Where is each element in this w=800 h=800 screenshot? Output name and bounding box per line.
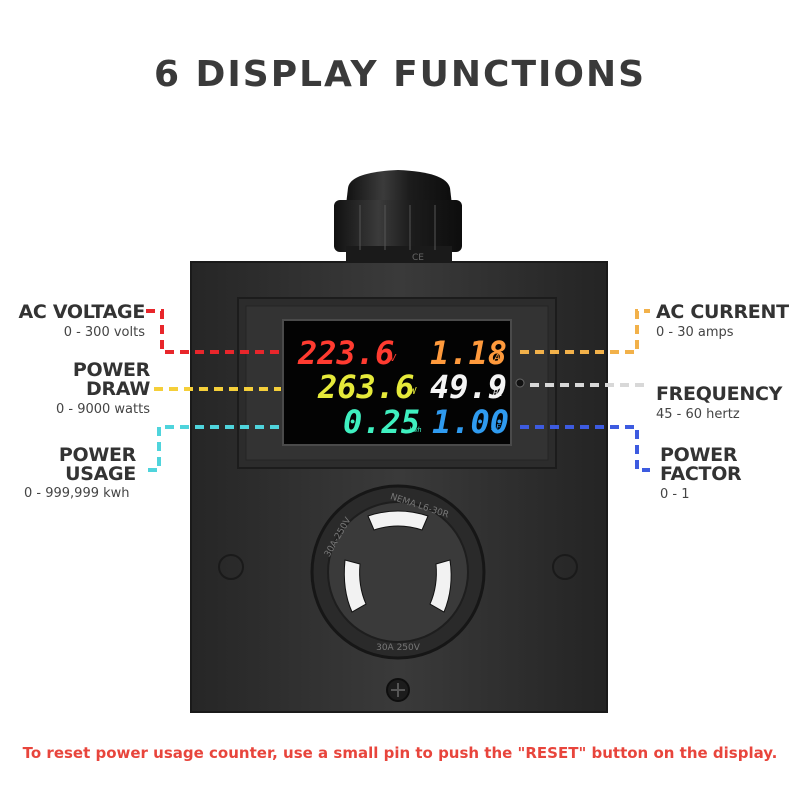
label-ac-voltage: AC VOLTAGE 0 - 300 volts [18,301,145,341]
label-power-usage-name-2: USAGE [65,463,136,485]
voltage-unit: V [390,353,397,364]
leader-ac-voltage [146,309,281,354]
label-ac-current-range: 0 - 30 amps [656,325,734,340]
pf-unit: PF [491,423,501,432]
voltage-reading: 223.6 [297,334,394,372]
leader-power-factor [520,425,650,472]
mounting-hole-left [218,554,244,580]
energy-unit: kwh [409,426,422,434]
power-reading: 263.6 [317,368,414,406]
frequency-unit: Hz [492,389,503,398]
energy-reading: 0.25 [343,403,420,441]
reset-button[interactable] [515,378,525,388]
label-power-usage-range: 0 - 999,999 kwh [24,486,130,501]
label-power-factor-name-2: FACTOR [660,463,742,485]
lcd-screen [282,319,512,446]
label-power-factor-name-1: POWER [660,444,738,466]
frequency-reading: 49.9 [430,368,507,406]
gland-marking: CE [412,253,424,263]
label-frequency: FREQUENCY 45 - 60 hertz [656,383,783,423]
receptacle-rating-bottom: 30A 250V [376,643,421,653]
current-unit: A [493,353,500,364]
label-ac-voltage-name: AC VOLTAGE [18,301,145,323]
pf-reading: 1.00 [432,403,509,441]
label-frequency-name: FREQUENCY [656,383,783,405]
label-power-draw-name-1: POWER [72,359,150,381]
label-power-draw-name-2: DRAW [85,378,150,400]
label-power-factor-range: 0 - 1 [660,487,690,502]
label-power-usage: POWER USAGE [59,446,136,484]
label-power-draw-range: 0 - 9000 watts [55,402,150,417]
label-frequency-range: 45 - 60 hertz [656,407,740,422]
label-power-usage-name-1: POWER [58,444,136,466]
current-reading: 1.18 [430,334,507,372]
reset-instruction-note: To reset power usage counter, use a smal… [22,744,778,762]
label-ac-current-name: AC CURRENT [656,301,789,323]
label-ac-current: AC CURRENT 0 - 30 amps [656,301,789,341]
label-power-draw: POWER DRAW 0 - 9000 watts [55,359,150,418]
leader-power-usage [148,425,281,472]
mounting-hole-right [552,554,578,580]
label-power-usage-range-wrap: 0 - 999,999 kwh [24,486,130,501]
cable-gland: CE [334,170,462,264]
power-unit: W [410,386,417,397]
label-ac-voltage-range: 0 - 300 volts [63,325,145,340]
label-power-factor: POWER FACTOR 0 - 1 [660,444,742,503]
twist-lock-receptacle: NEMA L6-30R 30A-250V 30A 250V [310,484,486,660]
page-title: 6 DISPLAY FUNCTIONS [153,54,647,95]
leader-ac-current [520,309,650,354]
